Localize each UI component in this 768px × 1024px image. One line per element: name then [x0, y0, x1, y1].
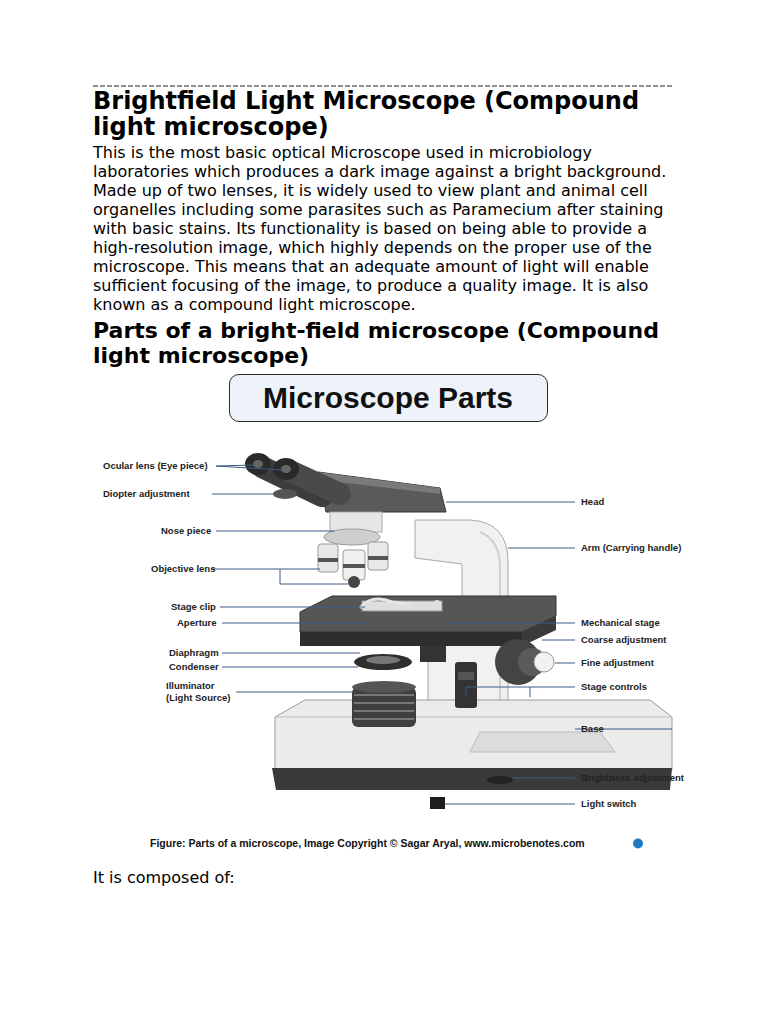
part-label: Nose piece — [161, 525, 211, 537]
part-label: Light switch — [581, 798, 636, 810]
part-label: Base — [581, 723, 604, 735]
leader-lines — [212, 465, 672, 804]
title-box: Microscope Parts — [229, 374, 548, 422]
part-label: Diopter adjustment — [103, 488, 190, 500]
copyright-icon — [633, 839, 643, 849]
part-label: Diaphragm — [169, 647, 219, 659]
section-heading: Parts of a bright-field microscope (Comp… — [93, 318, 683, 368]
part-label: Illuminator (Light Source) — [166, 680, 236, 704]
page-title: Brightfield Light Microscope (Compound l… — [93, 88, 683, 140]
subheading-slot: Parts of a bright-field microscope (Comp… — [93, 318, 683, 368]
body-paragraph: This is the most basic optical Microscop… — [93, 143, 683, 314]
rule-line — [0, 0, 768, 100]
figure-caption: Figure: Parts of a microscope, Image Cop… — [150, 837, 630, 850]
part-label: Fine adjustment — [581, 657, 654, 669]
part-label: Stage controls — [581, 681, 647, 693]
figure: Ocular lens (Eye piece) Diopter adjustmen… — [0, 372, 768, 862]
end-slot: It is composed of: — [93, 868, 683, 887]
body-text: It is composed of: — [93, 868, 683, 887]
part-label: Aperture — [177, 617, 217, 629]
part-label: Head — [581, 496, 604, 508]
part-label: Coarse adjustment — [581, 634, 667, 646]
rule-line — [93, 86, 672, 87]
paragraph-slot: This is the most basic optical Microscop… — [93, 143, 683, 314]
part-label: Brightness adjustment — [581, 772, 684, 784]
box-title: Microscope Parts — [263, 381, 513, 415]
document-column: Brightfield Light Microscope (Compound l… — [93, 88, 683, 887]
part-label: Objective lens — [151, 563, 215, 575]
part-label: Ocular lens (Eye piece) — [103, 460, 208, 472]
title-slot: Brightfield Light Microscope (Compound l… — [93, 88, 683, 140]
part-label: Stage clip — [171, 601, 216, 613]
part-label: Mechanical stage — [581, 617, 660, 629]
part-label: Arm (Carrying handle) — [581, 542, 681, 554]
part-label: Condenser — [169, 661, 219, 673]
microscope-drawing — [245, 453, 672, 809]
